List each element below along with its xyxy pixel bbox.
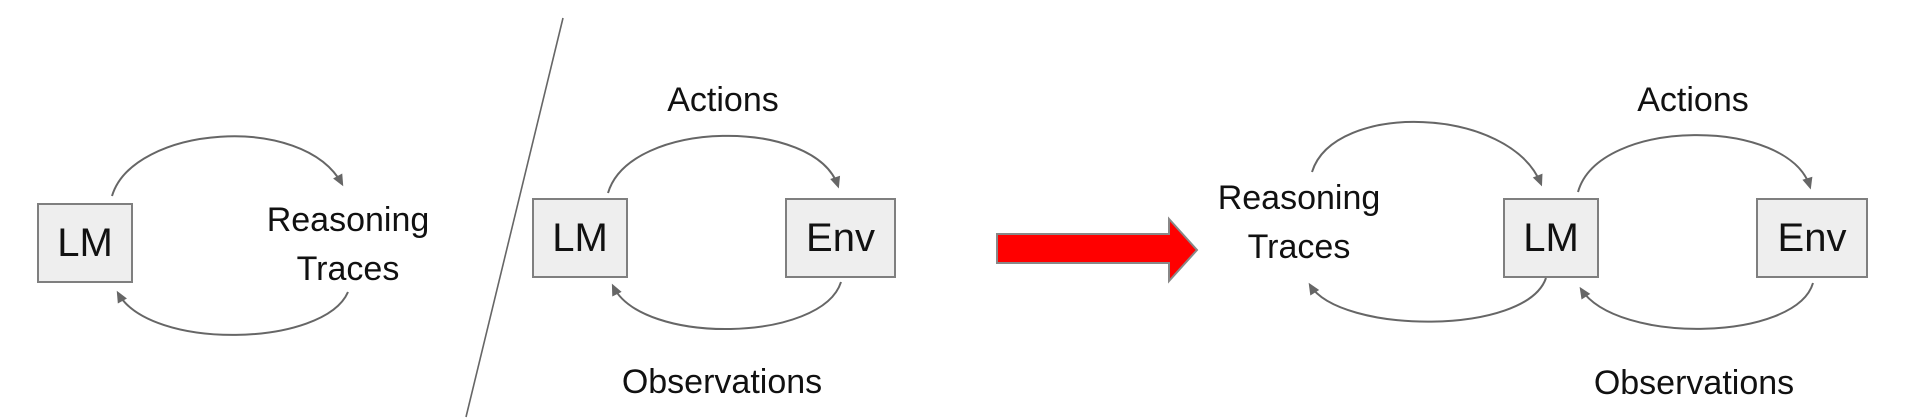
- middle-actions-arc-arrow: [607, 134, 841, 194]
- left-loop-label: Reasoning Traces: [223, 196, 473, 294]
- right-env-box: Env: [1756, 198, 1868, 278]
- left-lm-box-label: LM: [57, 221, 113, 265]
- middle-env-box: Env: [785, 198, 896, 278]
- middle-lm-box: LM: [532, 198, 628, 278]
- right-lm-box-label: LM: [1523, 216, 1579, 260]
- right-lm-box: LM: [1503, 198, 1599, 278]
- right-reasoning-bottom-arc-arrow: [1308, 277, 1547, 323]
- right-loop-label-line2: Traces: [1247, 228, 1351, 266]
- right-actions-arc-arrow: [1577, 134, 1813, 193]
- right-actions-label: Actions: [1637, 81, 1749, 119]
- middle-actions-label: Actions: [667, 81, 779, 119]
- panel-divider-line: [465, 17, 564, 418]
- right-env-box-label: Env: [1777, 216, 1847, 260]
- left-loop-label-line2: Traces: [296, 250, 400, 288]
- left-loop-top-arc-arrow: [111, 135, 344, 197]
- middle-observations-label: Observations: [621, 363, 823, 401]
- left-loop-label-line1: Reasoning: [266, 201, 430, 239]
- right-observations-arc-arrow: [1579, 282, 1814, 330]
- right-reasoning-top-arc-arrow: [1311, 120, 1543, 187]
- left-loop-bottom-arc-arrow: [116, 290, 349, 336]
- middle-lm-box-label: LM: [552, 216, 608, 260]
- middle-observations-arc-arrow: [611, 281, 842, 330]
- right-loop-label-line1: Reasoning: [1217, 179, 1381, 217]
- middle-env-box-label: Env: [806, 216, 875, 260]
- right-observations-label: Observations: [1593, 364, 1795, 402]
- right-loop-label: Reasoning Traces: [1174, 174, 1424, 272]
- red-arrow-icon: [996, 216, 1199, 284]
- left-lm-box: LM: [37, 203, 133, 283]
